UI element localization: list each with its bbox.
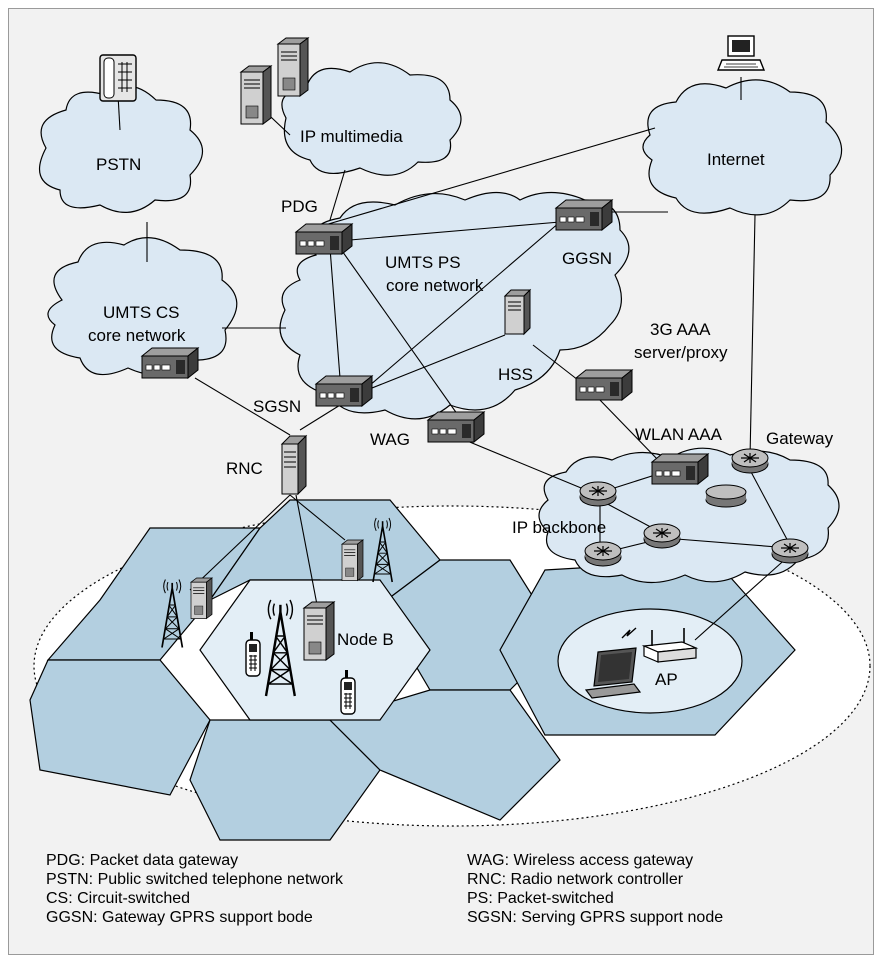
wlan-aaa-device-icon bbox=[651, 453, 709, 485]
umts-cs-device-icon bbox=[141, 347, 199, 379]
router-icon bbox=[584, 541, 622, 567]
pstn-cloud bbox=[38, 85, 204, 213]
pdg-device-icon bbox=[295, 223, 353, 255]
label-ip-multimedia: IP multimedia bbox=[300, 127, 403, 146]
label-gateway: Gateway bbox=[766, 429, 834, 448]
access-point-icon bbox=[641, 628, 699, 663]
ip-multimedia-cloud bbox=[281, 62, 462, 176]
label-wag: WAG bbox=[370, 430, 410, 449]
rnc-server-icon bbox=[280, 434, 308, 496]
label-umts-cs-line2: core network bbox=[88, 326, 186, 345]
node-b-server-icon bbox=[303, 601, 335, 661]
legend-item: SGSN: Serving GPRS support node bbox=[467, 909, 724, 926]
legend-item: PS: Packet-switched bbox=[467, 890, 614, 907]
umts-cs-cloud bbox=[47, 236, 238, 376]
cell-hex bbox=[328, 689, 561, 821]
legend-item: PSTN: Public switched telephone network bbox=[46, 871, 344, 888]
legend-left: PDG: Packet data gateway PSTN: Public sw… bbox=[46, 851, 343, 927]
router-icon bbox=[643, 523, 681, 549]
label-rnc: RNC bbox=[226, 459, 263, 478]
internet-cloud bbox=[642, 79, 843, 216]
wlan-coverage bbox=[557, 608, 743, 714]
hss-server-icon bbox=[503, 288, 532, 336]
label-pdg: PDG bbox=[281, 197, 318, 216]
label-3g-aaa-line1: 3G AAA bbox=[650, 320, 711, 339]
wireless-signal-icon bbox=[621, 627, 637, 639]
legend-item: GGSN: Gateway GPRS support bode bbox=[46, 909, 313, 926]
label-pstn: PSTN bbox=[96, 155, 141, 174]
ggsn-device-icon bbox=[555, 199, 613, 231]
router-icon bbox=[579, 481, 617, 507]
computer-icon bbox=[716, 35, 766, 71]
label-internet: Internet bbox=[707, 150, 765, 169]
node-b-server-icon bbox=[341, 539, 364, 581]
label-node-b: Node B bbox=[337, 630, 394, 649]
diagram-labels: PSTN IP multimedia Internet PDG UMTS PS … bbox=[88, 127, 834, 689]
router-icon bbox=[731, 448, 769, 474]
label-sgsn: SGSN bbox=[253, 397, 301, 416]
legend-right: WAG: Wireless access gateway RNC: Radio … bbox=[467, 851, 723, 927]
laptop-icon bbox=[584, 647, 642, 699]
label-3g-aaa-line2: server/proxy bbox=[634, 343, 728, 362]
pstn-phone-icon bbox=[99, 54, 137, 102]
label-umts-cs-line1: UMTS CS bbox=[103, 303, 180, 322]
aaa-device-icon bbox=[575, 369, 633, 401]
connection-lines bbox=[117, 77, 791, 641]
router-icon bbox=[771, 538, 809, 564]
label-umts-ps-line1: UMTS PS bbox=[385, 253, 461, 272]
sgsn-device-icon bbox=[315, 375, 373, 407]
umts-ps-cloud bbox=[279, 191, 630, 420]
legend-item: RNC: Radio network controller bbox=[467, 871, 684, 888]
label-ap: AP bbox=[655, 670, 678, 689]
label-umts-ps-line2: core network bbox=[386, 276, 484, 295]
label-ggsn: GGSN bbox=[562, 249, 612, 268]
clouds bbox=[38, 62, 843, 584]
legend-item: WAG: Wireless access gateway bbox=[467, 852, 694, 869]
label-ip-backbone: IP backbone bbox=[512, 518, 606, 537]
database-icon bbox=[705, 484, 747, 508]
label-wlan-aaa: WLAN AAA bbox=[635, 425, 723, 444]
server-icon bbox=[277, 37, 309, 97]
cell-hex bbox=[29, 659, 211, 796]
legend-item: PDG: Packet data gateway bbox=[46, 852, 239, 869]
server-icon bbox=[240, 65, 272, 125]
legend-item: CS: Circuit-switched bbox=[46, 890, 191, 907]
node-b-server-icon bbox=[190, 577, 213, 619]
wag-device-icon bbox=[427, 411, 485, 443]
label-hss: HSS bbox=[498, 365, 533, 384]
